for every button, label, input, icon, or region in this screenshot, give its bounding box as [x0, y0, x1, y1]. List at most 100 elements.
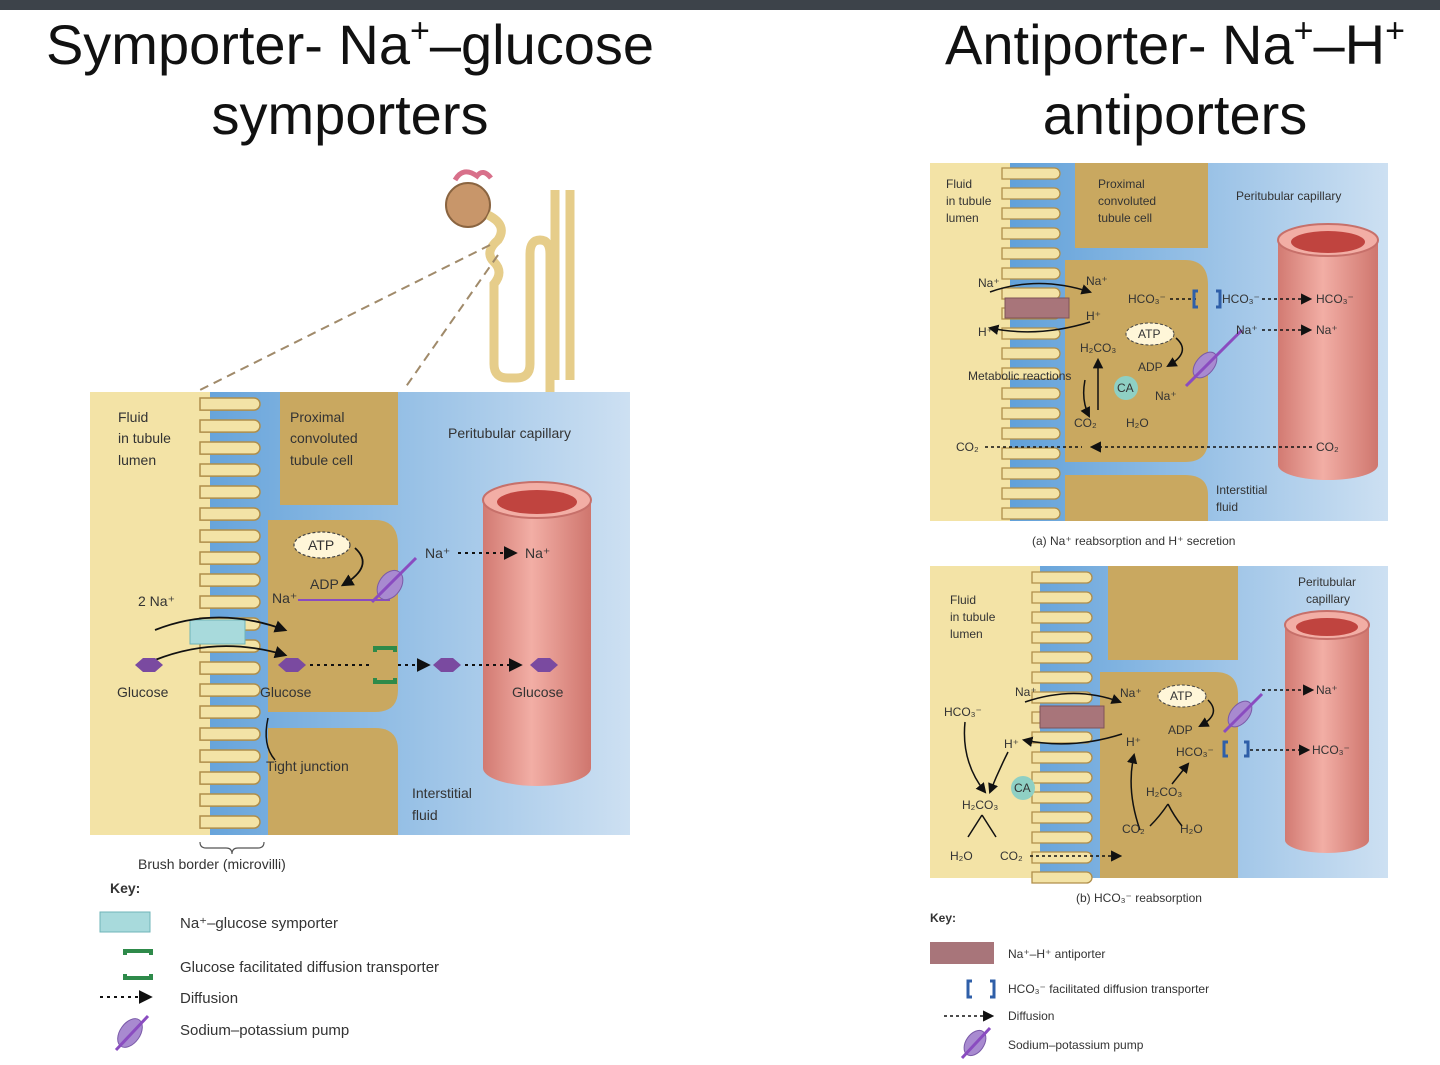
glucose-cell-label: Glucose	[260, 684, 312, 700]
na-pump-label: Na⁺	[425, 545, 450, 561]
lumen-label-3: lumen	[118, 452, 156, 468]
atp-adp-arrow	[340, 547, 364, 587]
a-co2-lumen: CO₂	[956, 440, 979, 454]
b-capillary-label-1: Peritubular	[1298, 575, 1356, 589]
cell-label-2: convoluted	[290, 430, 358, 446]
a-lumen-label-2: in tubule	[946, 194, 992, 208]
a-h-antiport-arrow	[987, 321, 1091, 335]
panel-b-vessel	[1284, 610, 1370, 853]
antiporter-diagram: Fluid in tubule lumen Proximal convolute…	[930, 163, 1388, 1060]
antiporter-title: Antiporter- Na+–H+ antiporters	[945, 12, 1405, 146]
key-symporter-label: Na⁺–glucose symporter	[180, 915, 338, 932]
a-h-cell: H⁺	[1086, 309, 1101, 323]
glucose-blood-molecule	[530, 658, 558, 672]
tight-junction-label: Tight junction	[266, 758, 349, 774]
b-h2co3-split	[967, 814, 997, 838]
a-metabolic-arrow	[1080, 379, 1090, 418]
a-atp: ATP	[1138, 327, 1160, 341]
a-hco3-transporter	[1192, 289, 1222, 309]
b-co2-lumen: CO₂	[1000, 849, 1023, 863]
glucose-interstitial-molecule	[433, 658, 461, 672]
a-na-blood: Na⁺	[1316, 323, 1338, 337]
capillary-label: Peritubular capillary	[448, 425, 571, 441]
a-hco3-mid: HCO₃⁻	[1222, 292, 1260, 306]
two-na-label: 2 Na⁺	[138, 593, 175, 609]
a-co2-cell: CO₂	[1074, 416, 1097, 430]
panel-a-microvilli	[1001, 167, 1061, 520]
a-na-pump: Na⁺	[1155, 389, 1177, 403]
glucose-cell-molecule	[278, 658, 306, 672]
b-hco3-transporter	[1222, 740, 1250, 758]
key-hco3-transporter-label: HCO₃⁻ facilitated diffusion transporter	[1008, 982, 1209, 996]
lumen-label-2: in tubule	[118, 430, 171, 446]
b-na-h-antiporter	[1039, 705, 1105, 729]
interstitial-label-2: fluid	[412, 807, 438, 823]
adp-label: ADP	[310, 576, 339, 592]
b-carbonic-anhydrase	[1011, 776, 1035, 800]
a-lumen-label-3: lumen	[946, 211, 979, 225]
b-na-antiport-arrow	[1024, 692, 1122, 704]
a-atp-burst	[1125, 322, 1175, 346]
a-hco3-cell: HCO₃⁻	[1128, 292, 1166, 306]
b-na-lumen: Na⁺	[1015, 685, 1037, 699]
atp-label: ATP	[308, 537, 334, 553]
a-pump-arrow	[1184, 328, 1244, 388]
symporter-diagram: Fluid in tubule lumen Proximal convolute…	[90, 169, 630, 1052]
key-glucose-transporter-label: Glucose facilitated diffusion transporte…	[180, 959, 439, 976]
b-h2co3-to-hco3-arrow	[1171, 762, 1190, 785]
b-hco3-cell: HCO₃⁻	[1176, 745, 1214, 759]
na-glucose-symporter	[189, 619, 246, 645]
tubule-lumen	[90, 392, 210, 835]
a-capillary-label: Peritubular capillary	[1236, 189, 1341, 203]
b-h2co3-lumen: H₂CO₃	[962, 798, 998, 812]
brush-border-label: Brush border (microvilli)	[138, 856, 286, 872]
b-lumen-label-3: lumen	[950, 627, 983, 641]
atp-burst	[293, 531, 351, 559]
b-h2co3-cell: H₂CO₃	[1146, 785, 1182, 799]
b-lumen-label-2: in tubule	[950, 610, 996, 624]
peritubular-capillary-vessel	[482, 481, 592, 786]
key-pump-label: Sodium–potassium pump	[180, 1022, 349, 1039]
na-cell-label: Na⁺	[272, 590, 297, 606]
a-na-right: Na⁺	[1236, 323, 1258, 337]
b-h-antiport-arrow	[1021, 733, 1123, 747]
a-atp-adp-arrow	[1166, 337, 1184, 368]
pump-arrow	[370, 556, 418, 604]
a-na-cell: Na⁺	[1086, 274, 1108, 288]
b-h-to-h2co3-arrow	[988, 751, 1009, 794]
b-na-blood: Na⁺	[1316, 683, 1338, 697]
b-hco3-to-h2co3-arrow	[963, 721, 987, 794]
a-lumen-label-1: Fluid	[946, 177, 972, 191]
glucose-facilitated-transporter	[373, 646, 397, 684]
antiporter-key-title: Key:	[930, 911, 956, 925]
a-interstitial-label-1: Interstitial	[1216, 483, 1267, 497]
key-antiporter-swatch	[930, 942, 994, 964]
na-transport-arrow	[154, 616, 288, 633]
b-hco3-lumen: HCO₃⁻	[944, 705, 982, 719]
a-hco3-blood: HCO₃⁻	[1316, 292, 1354, 306]
lumen-label-1: Fluid	[118, 409, 148, 425]
glucose-transport-arrow	[154, 645, 288, 661]
a-na-lumen: Na⁺	[978, 276, 1000, 290]
b-h2co3-to-h-arrow	[1127, 752, 1141, 831]
key-hco3-transporter-swatch	[966, 979, 996, 999]
b-adp: ADP	[1168, 723, 1193, 737]
panel-a-caption: (a) Na⁺ reabsorption and H⁺ secretion	[1032, 534, 1235, 548]
a-cell-label-1: Proximal	[1098, 177, 1145, 191]
key-diffusion-label: Diffusion	[180, 990, 238, 1007]
b-pump-arrow	[1222, 692, 1264, 734]
cell-label-3: tubule cell	[290, 452, 353, 468]
top-bar	[0, 0, 1440, 10]
a-metabolic: Metabolic reactions	[968, 369, 1071, 383]
b-h-cell: H⁺	[1126, 735, 1141, 749]
a-h2o-cell: H₂O	[1126, 416, 1149, 430]
panel-a-cell	[1065, 260, 1208, 462]
a-adp: ADP	[1138, 360, 1163, 374]
cell-top	[210, 392, 398, 505]
b-h-lumen: H⁺	[1004, 737, 1019, 751]
b-co2-h2o-merge	[1149, 803, 1183, 827]
panel-b-caption: (b) HCO₃⁻ reabsorption	[1076, 891, 1202, 905]
key-antiporter-diffusion-label: Diffusion	[1008, 1009, 1054, 1023]
panel-a-vessel	[1277, 223, 1379, 480]
